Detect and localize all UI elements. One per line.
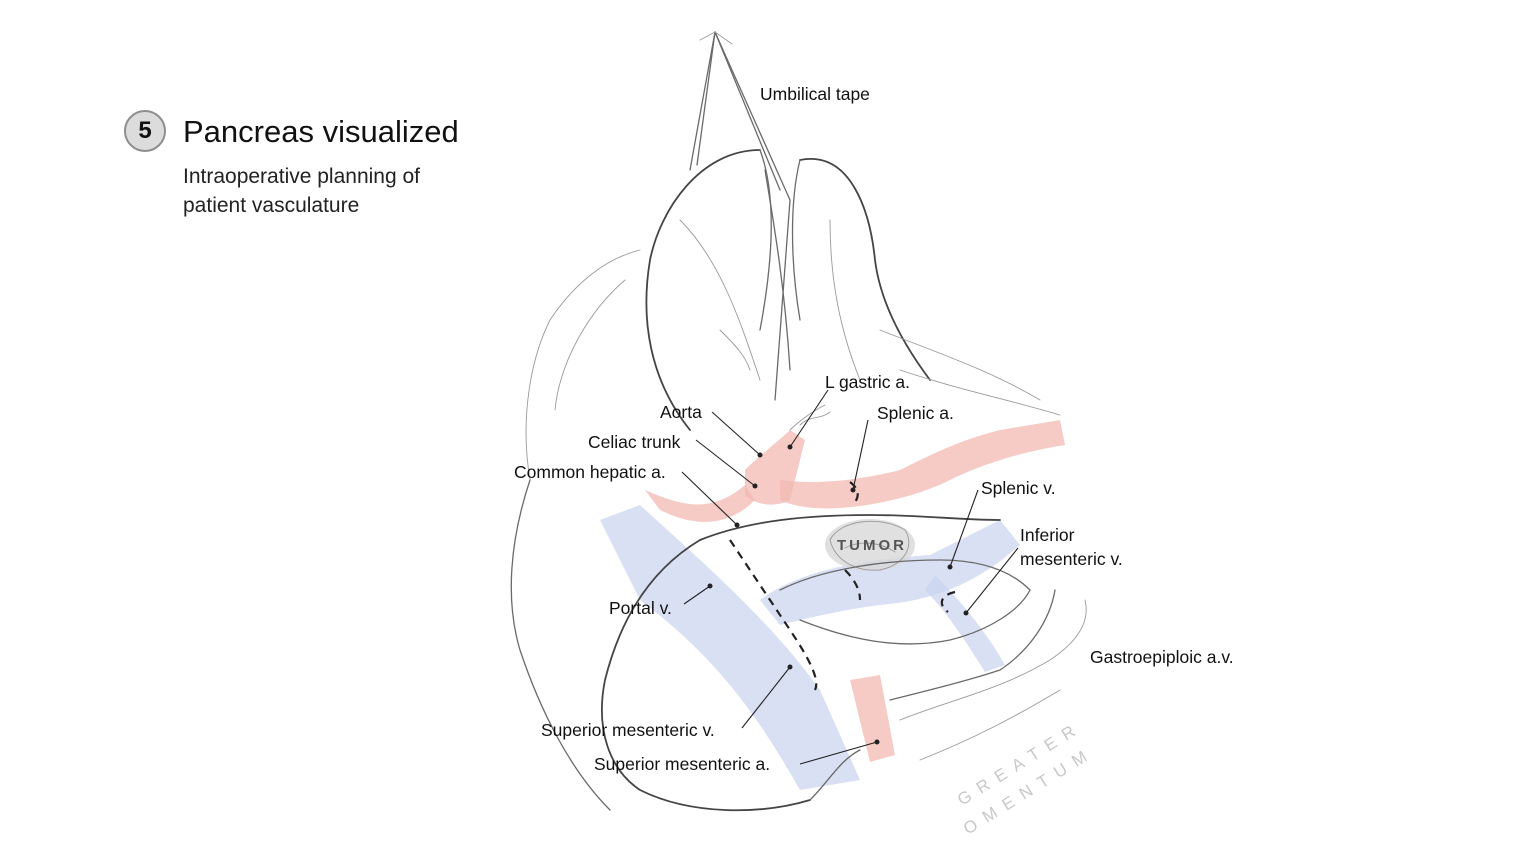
- resection-lines: [729, 481, 956, 691]
- subtitle-line-1: Intraoperative planning of: [183, 165, 420, 188]
- page-title: Pancreas visualized: [183, 114, 459, 149]
- label-l-gastric-artery: L gastric a.: [825, 372, 910, 392]
- leader-lines: [681, 389, 1019, 765]
- label-inferior-mesenteric-vein-1: Inferior: [1020, 525, 1075, 545]
- subtitle-line-2: patient vasculature: [183, 194, 360, 217]
- resection-line-inferior: [940, 590, 956, 613]
- step-number-badge: 5: [124, 110, 166, 152]
- tumor: [825, 519, 915, 571]
- label-superior-mesenteric-artery: Superior mesenteric a.: [594, 754, 770, 774]
- label-splenic-vein: Splenic v.: [981, 478, 1056, 498]
- common-hepatic-artery: [645, 485, 755, 522]
- label-aorta: Aorta: [660, 402, 702, 422]
- label-celiac-trunk: Celiac trunk: [588, 432, 681, 452]
- inferior-mesenteric-vein: [925, 575, 1005, 672]
- tumor-mass: [825, 519, 915, 571]
- page-subtitle: Intraoperative planning of patient vascu…: [183, 162, 483, 220]
- label-splenic-artery: Splenic a.: [877, 403, 954, 423]
- superior-mesenteric-artery: [850, 675, 895, 762]
- splenic-artery: [780, 420, 1065, 509]
- resection-line-portal: [729, 539, 818, 691]
- anatomy-sketch: [510, 31, 1087, 812]
- label-common-hepatic-artery: Common hepatic a.: [514, 462, 666, 482]
- resection-line-splenic: [844, 569, 862, 601]
- resection-line-artery: [849, 481, 859, 503]
- portal-superior-mesenteric-vein: [600, 505, 860, 790]
- label-gastroepiploic: Gastroepiploic a.v.: [1090, 647, 1234, 667]
- label-portal-vein: Portal v.: [609, 598, 672, 618]
- label-superior-mesenteric-vein: Superior mesenteric v.: [541, 720, 715, 740]
- label-umbilical-tape: Umbilical tape: [760, 84, 870, 104]
- veins-layer: [600, 505, 1020, 790]
- label-tumor: TUMOR: [837, 537, 907, 554]
- splenic-vein: [760, 520, 1020, 625]
- label-inferior-mesenteric-vein-2: mesenteric v.: [1020, 549, 1123, 569]
